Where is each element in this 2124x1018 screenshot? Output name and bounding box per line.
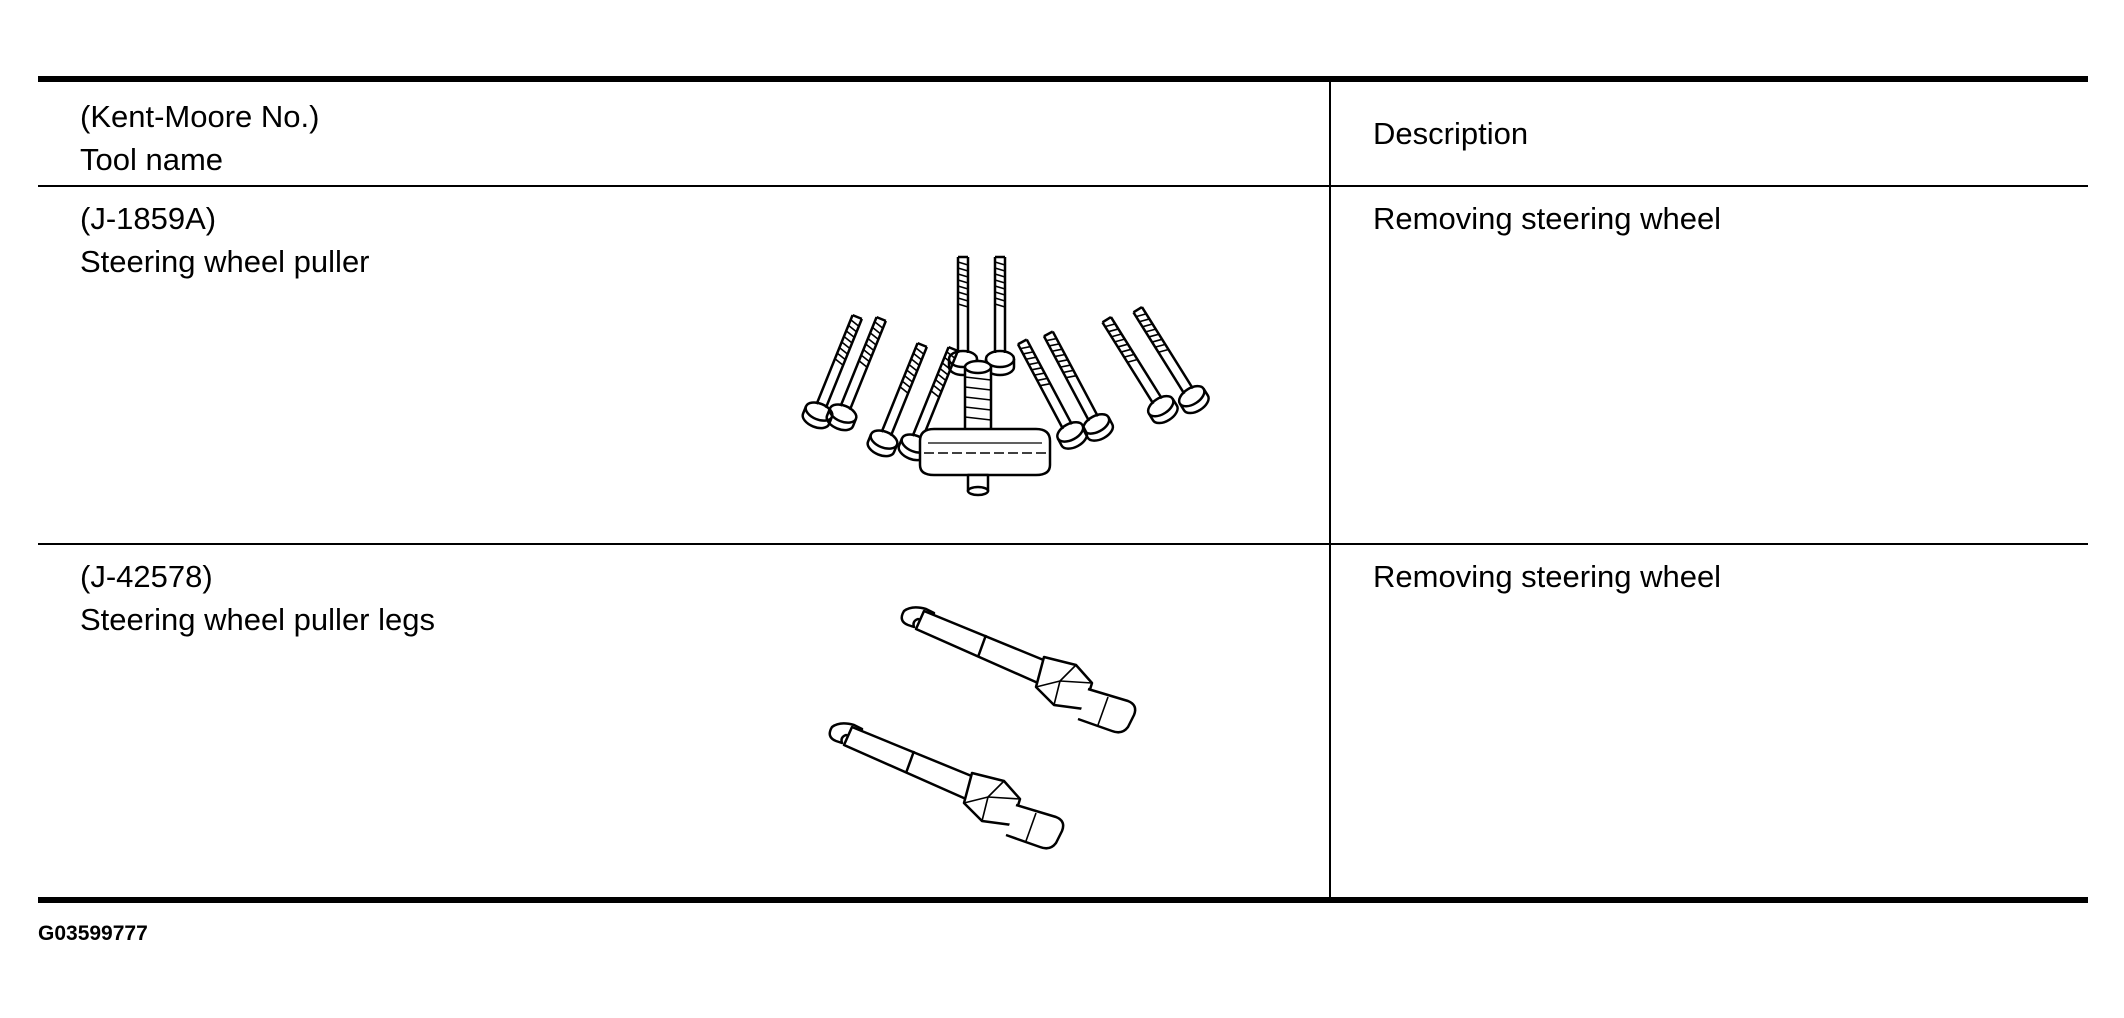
special-tools-table: (Kent-Moore No.) Tool name Description (…: [38, 76, 2088, 903]
table-row: (J-42578) Steering wheel puller legs: [38, 544, 2088, 903]
kent-moore-number: (J-1859A): [80, 201, 217, 236]
kent-moore-header: (Kent-Moore No.): [80, 99, 320, 134]
description-cell: Removing steering wheel: [1330, 544, 2088, 903]
tool-cell: (J-1859A) Steering wheel puller: [38, 186, 1331, 545]
tool-name: Steering wheel puller legs: [80, 602, 435, 637]
puller-legs-icon: [828, 606, 1137, 850]
tool-name-header: Tool name: [80, 142, 224, 177]
steering-wheel-puller-icon: [798, 255, 1214, 497]
tool-cell: (J-42578) Steering wheel puller legs: [38, 544, 1331, 903]
description-cell: Removing steering wheel: [1330, 186, 2088, 545]
description-text: Removing steering wheel: [1373, 559, 1722, 594]
figure-id: G03599777: [38, 922, 148, 945]
tool-name: Steering wheel puller: [80, 244, 370, 279]
tool-column-header: (Kent-Moore No.) Tool name: [38, 76, 1331, 187]
table-header-row: (Kent-Moore No.) Tool name Description: [38, 76, 2088, 187]
description-text: Removing steering wheel: [1373, 201, 1722, 236]
kent-moore-number: (J-42578): [80, 559, 213, 594]
description-header: Description: [1373, 116, 1529, 151]
table-row: (J-1859A) Steering wheel puller: [38, 186, 2088, 545]
description-column-header: Description: [1330, 76, 2088, 187]
